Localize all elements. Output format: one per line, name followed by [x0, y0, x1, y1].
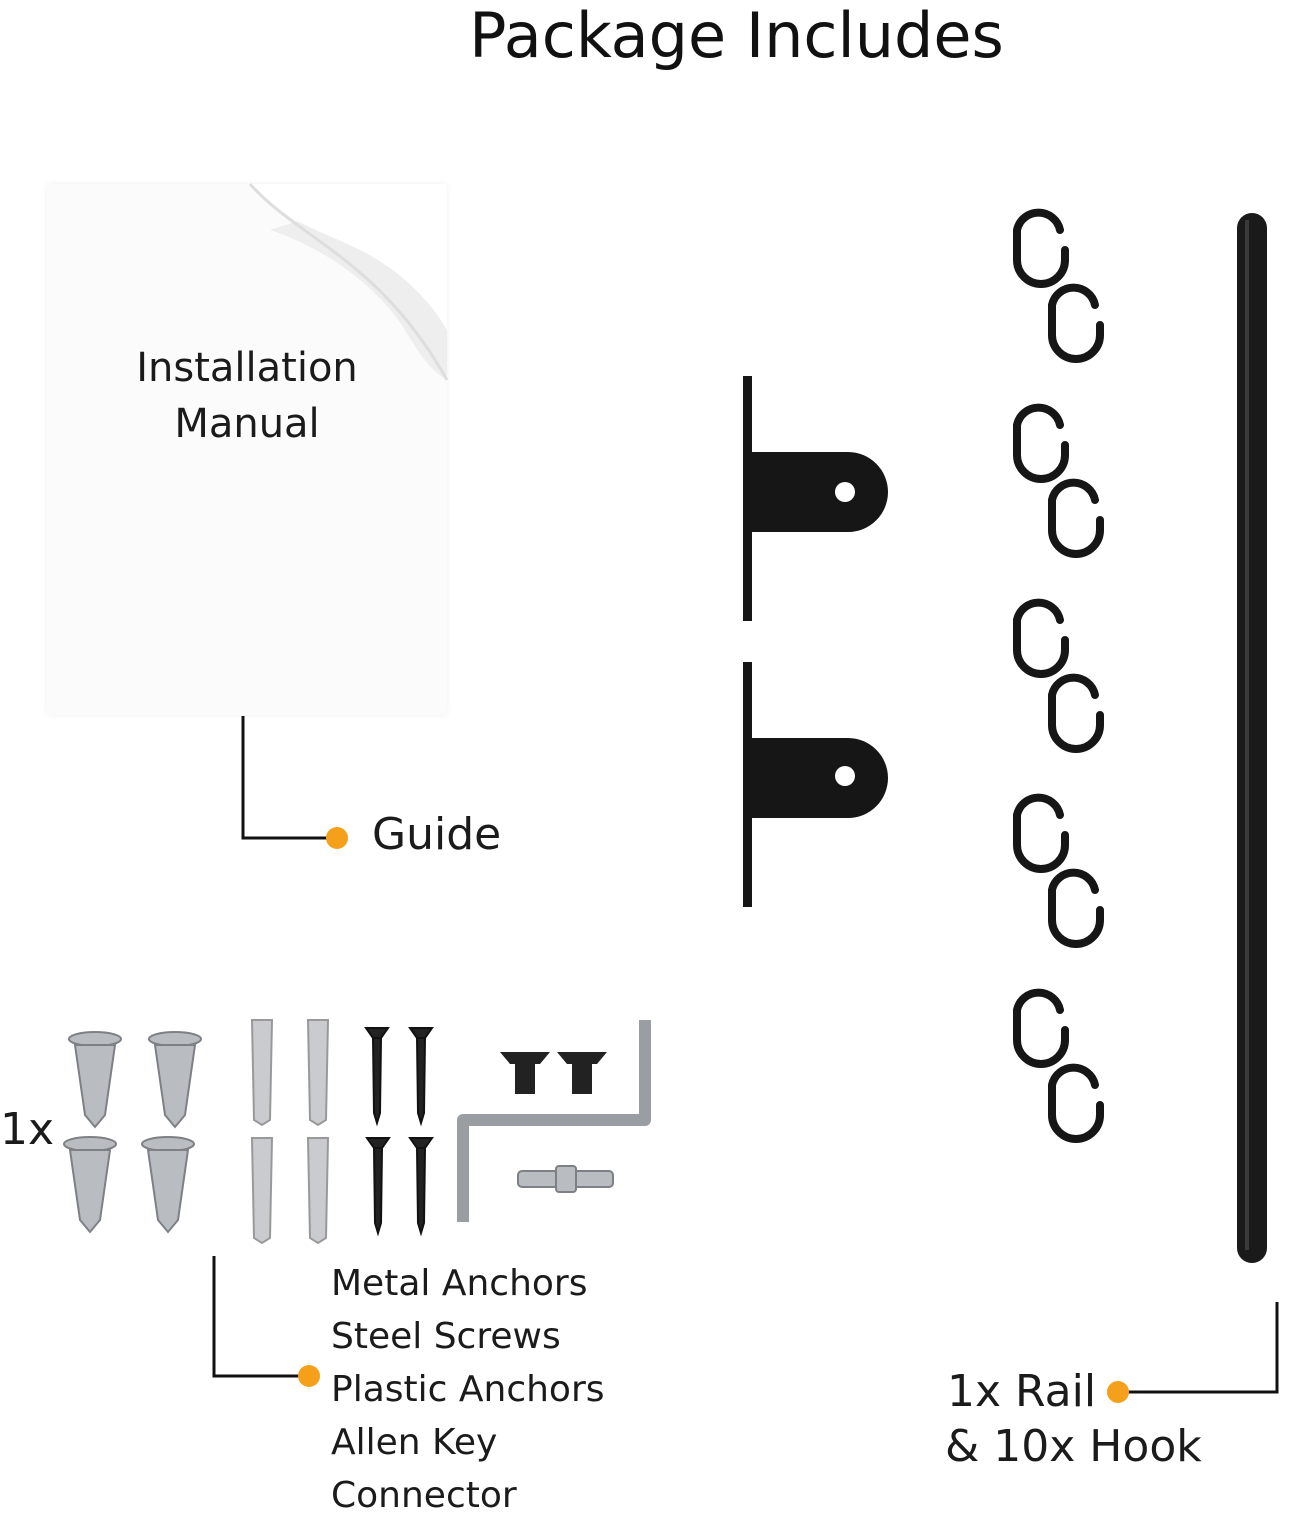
metal-anchors [63, 1031, 202, 1234]
hardware-list-item: Steel Screws [331, 1316, 561, 1357]
rail-rod [1237, 213, 1267, 1263]
s-hook [1048, 478, 1104, 558]
guide-callout-line [241, 716, 330, 840]
mounting-bracket-top [743, 376, 888, 621]
hardware-callout-dot [298, 1365, 320, 1387]
steel-screw [408, 1137, 434, 1237]
s-hook [1048, 868, 1104, 948]
hardware-list-item: Allen Key [331, 1422, 498, 1463]
manual-line-1: Installation [136, 345, 358, 391]
hardware-callout-line [212, 1256, 300, 1378]
steel-screw [364, 1027, 390, 1127]
connector [517, 1165, 614, 1193]
steel-screws [364, 1027, 434, 1237]
hardware-list-item: Metal Anchors [331, 1263, 588, 1304]
s-hook [1013, 403, 1069, 483]
rail-label-line-1: 1x Rail [947, 1366, 1097, 1417]
page-title: Package Includes [469, 0, 1004, 72]
manual-title: Installation Manual [47, 340, 447, 452]
plastic-anchor [250, 1019, 274, 1127]
hardware-list: Metal Anchors Steel Screws Plastic Ancho… [331, 1257, 605, 1522]
metal-anchor [68, 1031, 122, 1129]
rail-callout-line [1125, 1302, 1279, 1394]
s-hook [1013, 598, 1069, 678]
guide-label: Guide [372, 809, 502, 860]
plastic-anchor [306, 1019, 330, 1127]
steel-screw [408, 1027, 434, 1127]
rail-label-line-2: & 10x Hook [945, 1421, 1202, 1472]
s-hook [1013, 988, 1069, 1068]
hardware-list-item: Plastic Anchors [331, 1369, 605, 1410]
mounting-bracket-bottom [743, 662, 888, 907]
rail-callout-dot [1107, 1381, 1129, 1403]
plastic-anchors [250, 1019, 330, 1245]
s-hook [1013, 208, 1069, 288]
page-curl-icon [248, 183, 449, 381]
s-hooks [1013, 208, 1104, 1143]
metal-anchor [141, 1136, 195, 1234]
allen-key [457, 1020, 651, 1222]
s-hook [1048, 1063, 1104, 1143]
hardware-list-item: Connector [331, 1475, 517, 1516]
s-hook [1048, 283, 1104, 363]
metal-anchor [63, 1136, 117, 1234]
steel-screw [365, 1137, 391, 1237]
kit-quantity-label: 1x [0, 1104, 55, 1155]
metal-anchor [148, 1031, 202, 1129]
bolts [500, 1052, 607, 1094]
guide-callout-dot [326, 827, 348, 849]
s-hook [1013, 793, 1069, 873]
s-hook [1048, 673, 1104, 753]
plastic-anchor [306, 1137, 330, 1245]
manual-line-2: Manual [174, 401, 320, 447]
plastic-anchor [250, 1137, 274, 1245]
